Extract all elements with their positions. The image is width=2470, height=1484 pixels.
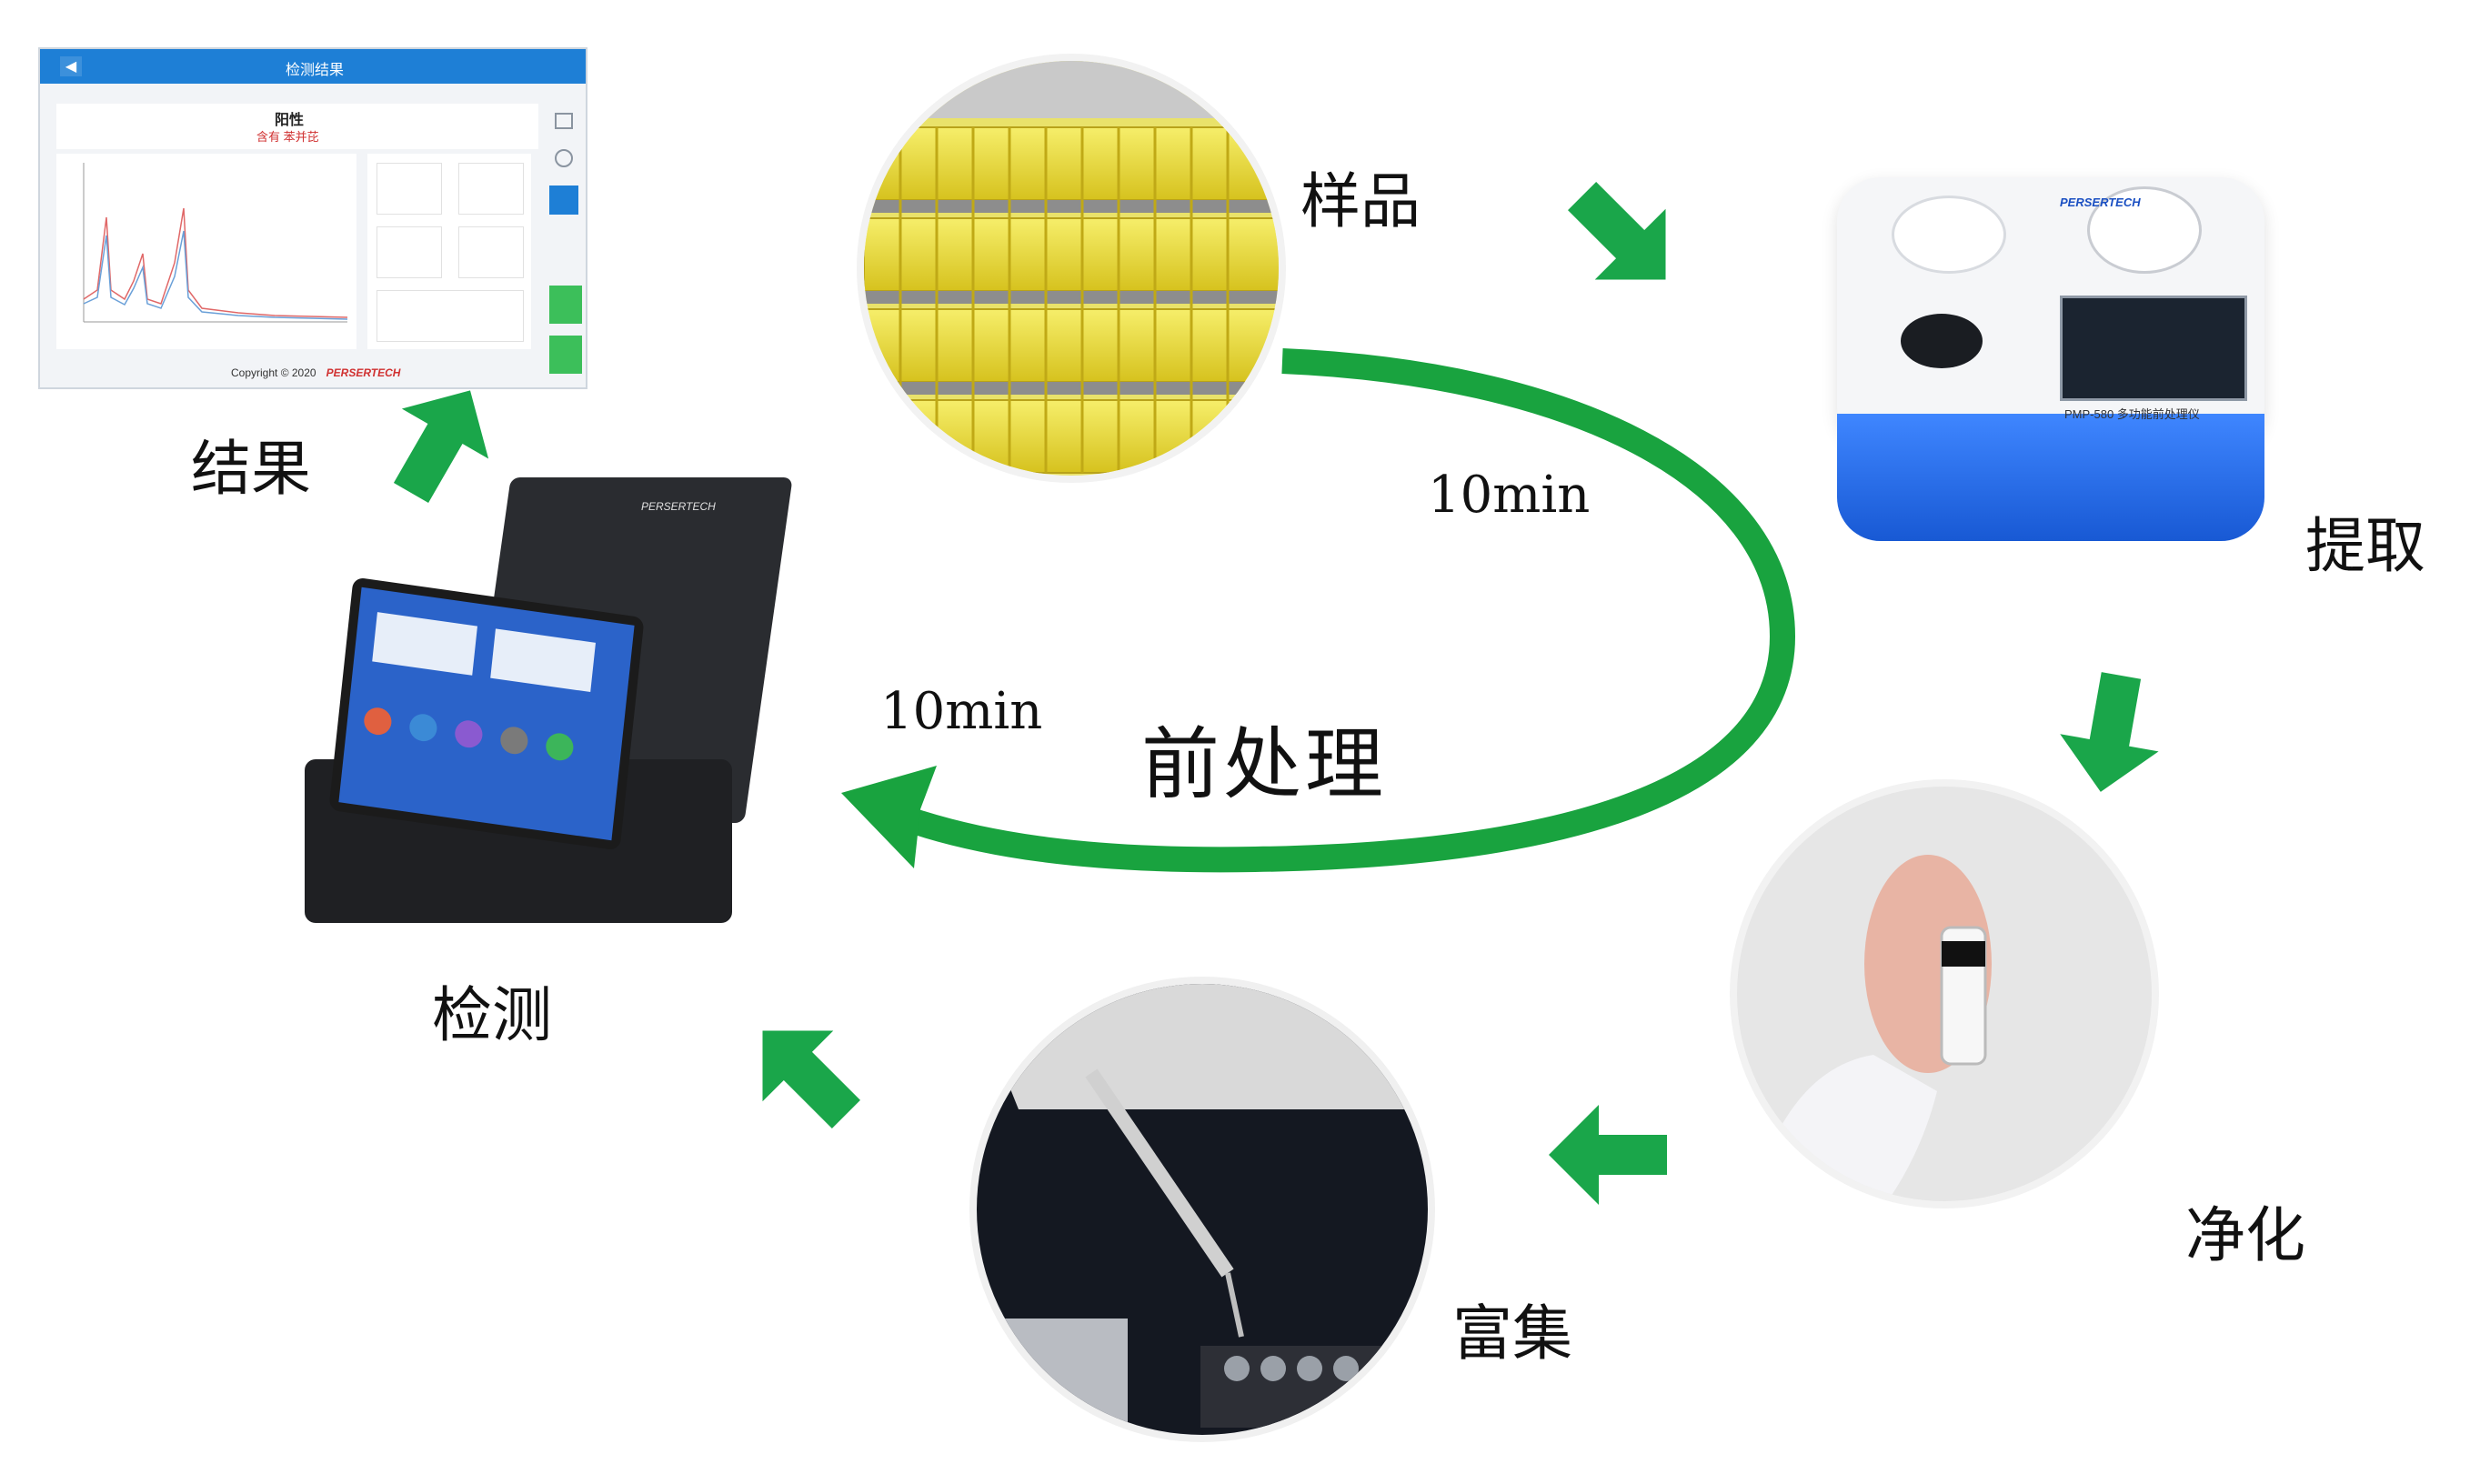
detector-device: PERSERTECH: [305, 459, 814, 932]
arrow-icon-enrich-to-detect: [762, 1030, 860, 1128]
spectrum-panel: [56, 154, 356, 349]
knob-left[interactable]: [1892, 196, 2006, 274]
arrow-icon-purify-to-enrich: [1549, 1105, 1667, 1205]
result-screen-title: 检测结果: [286, 63, 345, 78]
green-button-1[interactable]: [549, 286, 582, 324]
copyright-brand: PERSERTECH: [326, 366, 401, 379]
sample-well: [1901, 314, 1983, 368]
detector-brand: PERSERTECH: [641, 500, 716, 513]
copyright-line: Copyright © 2020 PERSERTECH: [231, 363, 400, 381]
home-icon[interactable]: [549, 186, 578, 215]
loop-time-lower: 10min: [880, 682, 1043, 741]
label-result: 结果: [191, 434, 311, 504]
loop-label: 前处理: [1141, 719, 1387, 810]
label-extract: 提取: [2305, 511, 2425, 581]
back-icon[interactable]: ◀: [60, 56, 82, 76]
extractor-device: PERSERTECH PMP-580 多功能前处理仪: [1837, 177, 2264, 550]
label-enrich: 富集: [1452, 1298, 1572, 1369]
side-button-a[interactable]: [377, 163, 442, 215]
result-status: 阳性: [275, 113, 305, 128]
menu-icon[interactable]: [555, 113, 573, 129]
result-screen-header: ◀ 检测结果: [40, 49, 586, 84]
side-button-e[interactable]: [377, 290, 524, 342]
result-screen: ◀ 检测结果 阳性 含有 苯并芘: [38, 47, 587, 389]
extractor-brand: PERSERTECH: [2060, 196, 2141, 209]
extractor-screen: [2060, 296, 2247, 401]
loop-arrowhead: [841, 766, 937, 868]
side-buttons: [367, 154, 531, 349]
copyright-text: Copyright © 2020: [231, 366, 316, 379]
spectrum-chart: [83, 163, 348, 323]
loop-arrow-path: [896, 348, 1796, 873]
label-sample: 样品: [1300, 166, 1421, 236]
side-button-d[interactable]: [458, 226, 524, 278]
help-icon[interactable]: [555, 149, 573, 167]
arrow-icon-detect-to-result: [393, 390, 489, 503]
arrow-icon-sample-to-extract: [1568, 182, 1666, 280]
extractor-model: PMP-580 多功能前处理仪: [2064, 407, 2200, 421]
side-button-b[interactable]: [458, 163, 524, 215]
loop-time-upper: 10min: [1428, 466, 1591, 525]
result-detail: 含有 苯并芘: [256, 130, 319, 144]
arrow-icon-extract-to-purify: [2060, 672, 2159, 792]
knob-right[interactable]: [2087, 186, 2202, 274]
result-summary: 阳性 含有 苯并芘: [56, 104, 538, 149]
detector-screen: [338, 587, 635, 841]
detector-tablet: [328, 577, 645, 851]
right-rail: [546, 104, 582, 376]
label-purify: 净化: [2185, 1200, 2305, 1270]
green-button-2[interactable]: [549, 336, 582, 374]
label-detect: 检测: [432, 980, 552, 1050]
side-button-c[interactable]: [377, 226, 442, 278]
